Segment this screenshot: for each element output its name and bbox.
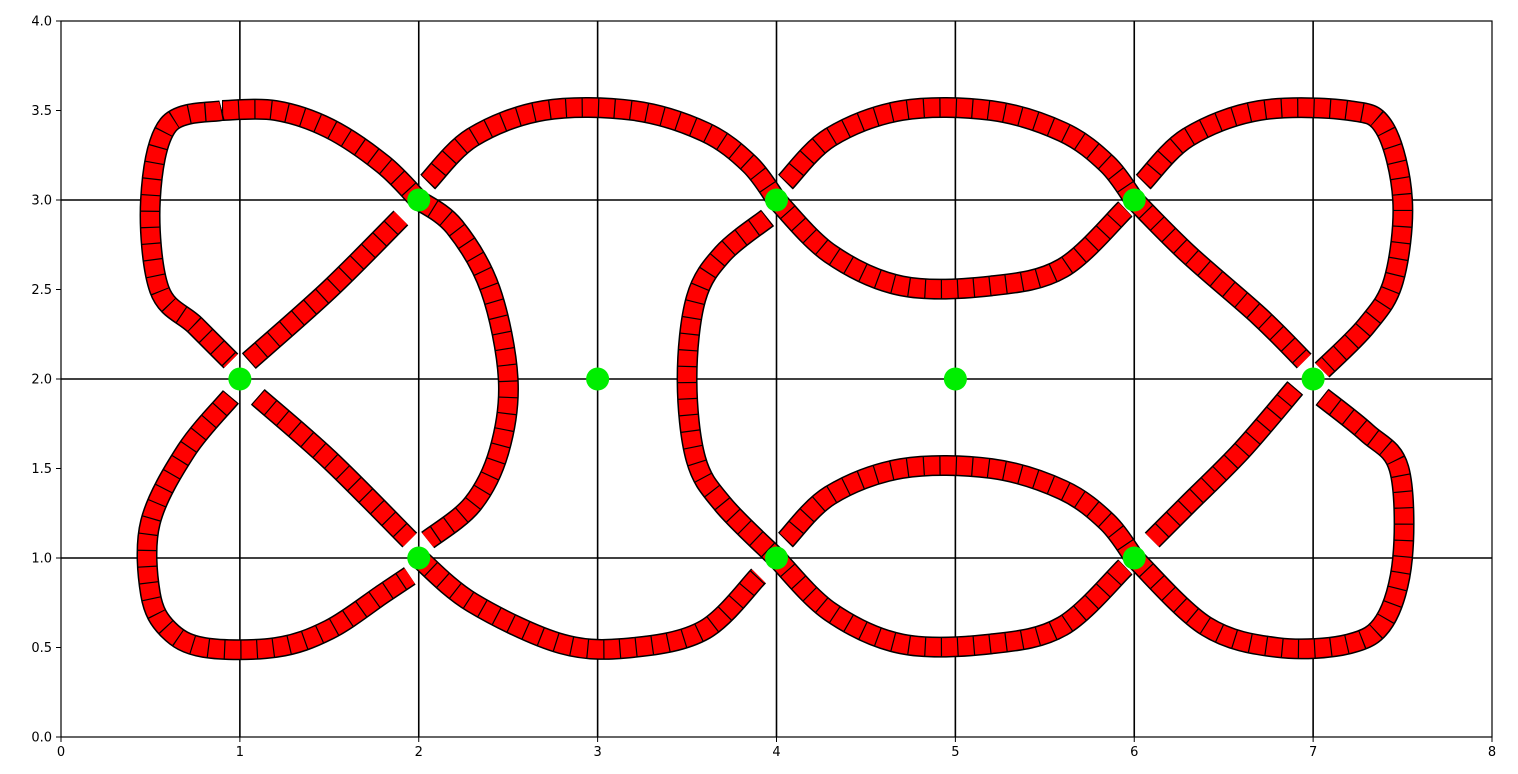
strand-fill [138, 391, 415, 659]
data-point [586, 367, 610, 391]
strand-fill [251, 390, 417, 547]
x-tick-label: 7 [1309, 745, 1317, 760]
data-point [1122, 546, 1146, 570]
strand-fill [678, 210, 783, 565]
x-tick-label: 4 [772, 745, 780, 760]
y-tick-label: 2.0 [31, 373, 52, 388]
x-tick-label: 2 [415, 745, 423, 760]
data-point [228, 367, 252, 391]
strand [139, 100, 239, 369]
data-point [1122, 188, 1146, 212]
strand-fill [1127, 389, 1414, 658]
strand-fill [421, 98, 784, 206]
data-point [407, 546, 431, 570]
strand-fill [1145, 382, 1303, 547]
strand [221, 98, 427, 208]
strand [412, 191, 519, 549]
strand-fill [1136, 98, 1412, 377]
strand [1126, 388, 1415, 660]
strand-fill [242, 211, 408, 368]
x-axis: 0 1 2 3 4 5 6 7 8 [57, 737, 1496, 760]
y-tick-label: 0.5 [31, 641, 52, 656]
strand [411, 549, 767, 660]
strand [241, 210, 409, 369]
strand [1135, 97, 1414, 378]
data-point [943, 367, 967, 391]
strand-fill [1127, 193, 1311, 368]
data-point [1301, 367, 1325, 391]
y-tick-label: 1.5 [31, 462, 52, 477]
data-point [765, 188, 788, 212]
strand-fill [769, 551, 1132, 657]
data-point [765, 546, 788, 570]
strand-fill [412, 551, 766, 659]
y-tick-label: 2.5 [31, 283, 52, 298]
strand [419, 96, 786, 207]
strand-fill [141, 101, 238, 368]
strand [250, 388, 418, 548]
strand [676, 209, 784, 566]
strand [777, 454, 1143, 565]
x-tick-label: 6 [1130, 745, 1138, 760]
y-tick-label: 3.5 [31, 104, 52, 119]
y-tick-label: 1.0 [31, 552, 52, 567]
x-tick-label: 0 [57, 745, 65, 760]
strand [1144, 381, 1304, 548]
strand-segments [1145, 381, 1303, 547]
strand-fill [778, 456, 1142, 564]
strand [136, 390, 416, 661]
y-tick-label: 0.0 [31, 731, 52, 746]
curves [136, 96, 1415, 661]
strand [777, 96, 1143, 207]
points [228, 188, 1325, 570]
strand-fill [778, 98, 1142, 206]
strand [768, 192, 1133, 300]
y-tick-label: 3.0 [31, 194, 52, 209]
y-axis: 0.0 0.5 1.0 1.5 2.0 2.5 3.0 3.5 4.0 [31, 15, 61, 746]
data-point [407, 188, 431, 212]
grid [61, 21, 1492, 737]
strand-fill [769, 193, 1132, 299]
x-tick-label: 8 [1488, 745, 1496, 760]
strand-fill [413, 192, 518, 548]
strand-fill [221, 100, 426, 207]
x-tick-label: 3 [593, 745, 601, 760]
y-tick-label: 4.0 [31, 15, 52, 30]
strand [1126, 192, 1312, 369]
x-tick-label: 1 [236, 745, 244, 760]
x-tick-label: 5 [951, 745, 959, 760]
strand [768, 550, 1133, 658]
